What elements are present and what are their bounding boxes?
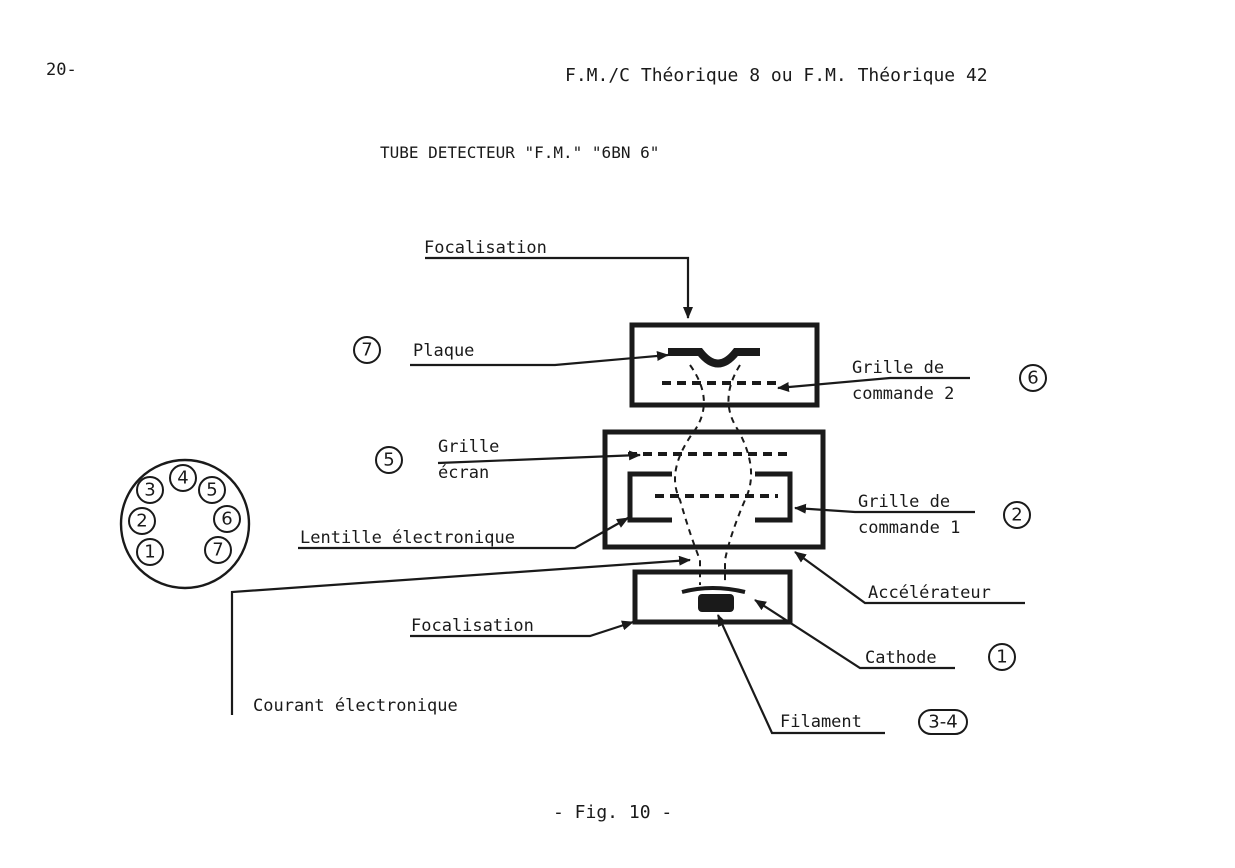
svg-text:3: 3 [144, 480, 155, 501]
leader-grille-cmd1 [794, 503, 975, 514]
leader-grille-ecran [437, 450, 641, 465]
pin-marker-grille-cmd1: 2 [1003, 501, 1031, 529]
beam-right [724, 364, 753, 585]
page-number: 20- [46, 60, 77, 80]
beam-left [674, 364, 705, 585]
anode-box [629, 322, 820, 408]
pin-marker-grille-cmd2: 6 [1019, 364, 1047, 392]
svg-text:2: 2 [136, 511, 147, 532]
label-grille-cmd2-line1: Grille de [852, 358, 945, 378]
tube-base-socket [119, 458, 251, 590]
course-reference: F.M./C Théorique 8 ou F.M. Théorique 42 [565, 65, 988, 86]
socket-pin-3: 3 [136, 476, 164, 504]
outer-electrode-box [602, 429, 826, 550]
pin-marker-filament: 3-4 [918, 709, 968, 735]
socket-pin-4: 4 [169, 464, 197, 492]
label-focalisation-top: Focalisation [424, 238, 547, 258]
label-grille-ecran-line2: écran [438, 463, 490, 483]
cathode-electrode [681, 586, 746, 594]
socket-pin-5: 5 [198, 476, 226, 504]
leader-accelerateur [794, 551, 1025, 605]
plate-electrode [668, 348, 760, 368]
svg-text:1: 1 [144, 542, 155, 563]
diagram-title: TUBE DETECTEUR "F.M." "6BN 6" [380, 143, 660, 162]
label-lentille: Lentille électronique [300, 528, 515, 548]
pin-marker-plaque: 7 [353, 336, 381, 364]
focus-cup-box [632, 569, 793, 625]
svg-text:2: 2 [1011, 505, 1022, 526]
label-cathode: Cathode [865, 648, 937, 668]
svg-text:5: 5 [383, 450, 394, 471]
socket-pin-1: 1 [136, 538, 164, 566]
svg-text:5: 5 [206, 480, 217, 501]
label-plaque: Plaque [413, 341, 475, 361]
leader-courant [230, 555, 691, 715]
leader-focalisation-top [425, 256, 693, 319]
leader-lentille [298, 517, 629, 550]
filament-heater [698, 594, 734, 612]
svg-text:7: 7 [361, 340, 372, 361]
pin-marker-cathode: 1 [988, 643, 1016, 671]
label-courant: Courant électronique [253, 696, 458, 716]
leader-grille-cmd2 [777, 376, 970, 393]
socket-pin-2: 2 [128, 507, 156, 535]
svg-text:6: 6 [1027, 368, 1038, 389]
pin-number-markers: 7 5 6 2 1 3-4 [353, 336, 1047, 735]
label-filament: Filament [780, 712, 862, 732]
socket-pin-7: 7 [204, 536, 232, 564]
label-grille-cmd2-line2: commande 2 [852, 384, 955, 404]
label-grille-cmd1-line1: Grille de [858, 492, 951, 512]
leader-focalisation-bottom [410, 620, 634, 638]
figure-caption: - Fig. 10 - [553, 802, 673, 823]
leader-filament [716, 614, 885, 735]
svg-text:1: 1 [996, 647, 1007, 668]
svg-text:3-4: 3-4 [928, 712, 957, 733]
leader-cathode [754, 599, 955, 670]
svg-text:6: 6 [221, 509, 232, 530]
svg-text:4: 4 [177, 468, 188, 489]
pin-marker-grille-ecran: 5 [375, 446, 403, 474]
label-focalisation-bottom: Focalisation [411, 616, 534, 636]
svg-text:7: 7 [212, 540, 223, 561]
socket-pin-6: 6 [213, 505, 241, 533]
label-grille-cmd1-line2: commande 1 [858, 518, 961, 538]
leader-plaque [410, 350, 669, 367]
label-accelerateur: Accélérateur [868, 583, 991, 603]
socket-pins: 1 2 3 456 7 [128, 464, 241, 566]
label-grille-ecran-line1: Grille [438, 437, 500, 457]
control-grid-box [627, 471, 793, 523]
